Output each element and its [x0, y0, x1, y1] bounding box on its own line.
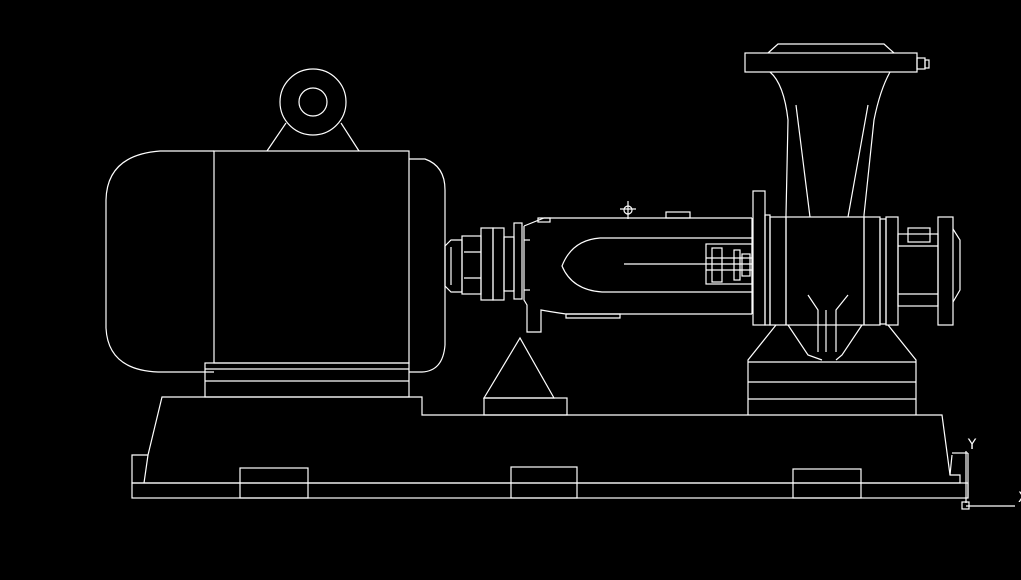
base-foot-right [792, 468, 862, 499]
motor-rear-cap [105, 150, 214, 373]
ucs-x-label: X [1018, 490, 1021, 506]
lifting-eye-outer [279, 68, 347, 136]
base-foot-left [239, 467, 309, 499]
support-pedestal [482, 336, 568, 416]
motor-mount [204, 362, 410, 398]
pump-casing [744, 43, 961, 415]
shaft-coupling [444, 222, 523, 301]
electric-motor [105, 68, 446, 398]
bearing-housing [523, 201, 753, 333]
base-frame [131, 396, 969, 499]
lifting-eye-inner [298, 87, 328, 117]
ucs-icon [961, 451, 1015, 510]
ucs-y-label: Y [967, 437, 977, 453]
base-foot-center [510, 466, 578, 499]
